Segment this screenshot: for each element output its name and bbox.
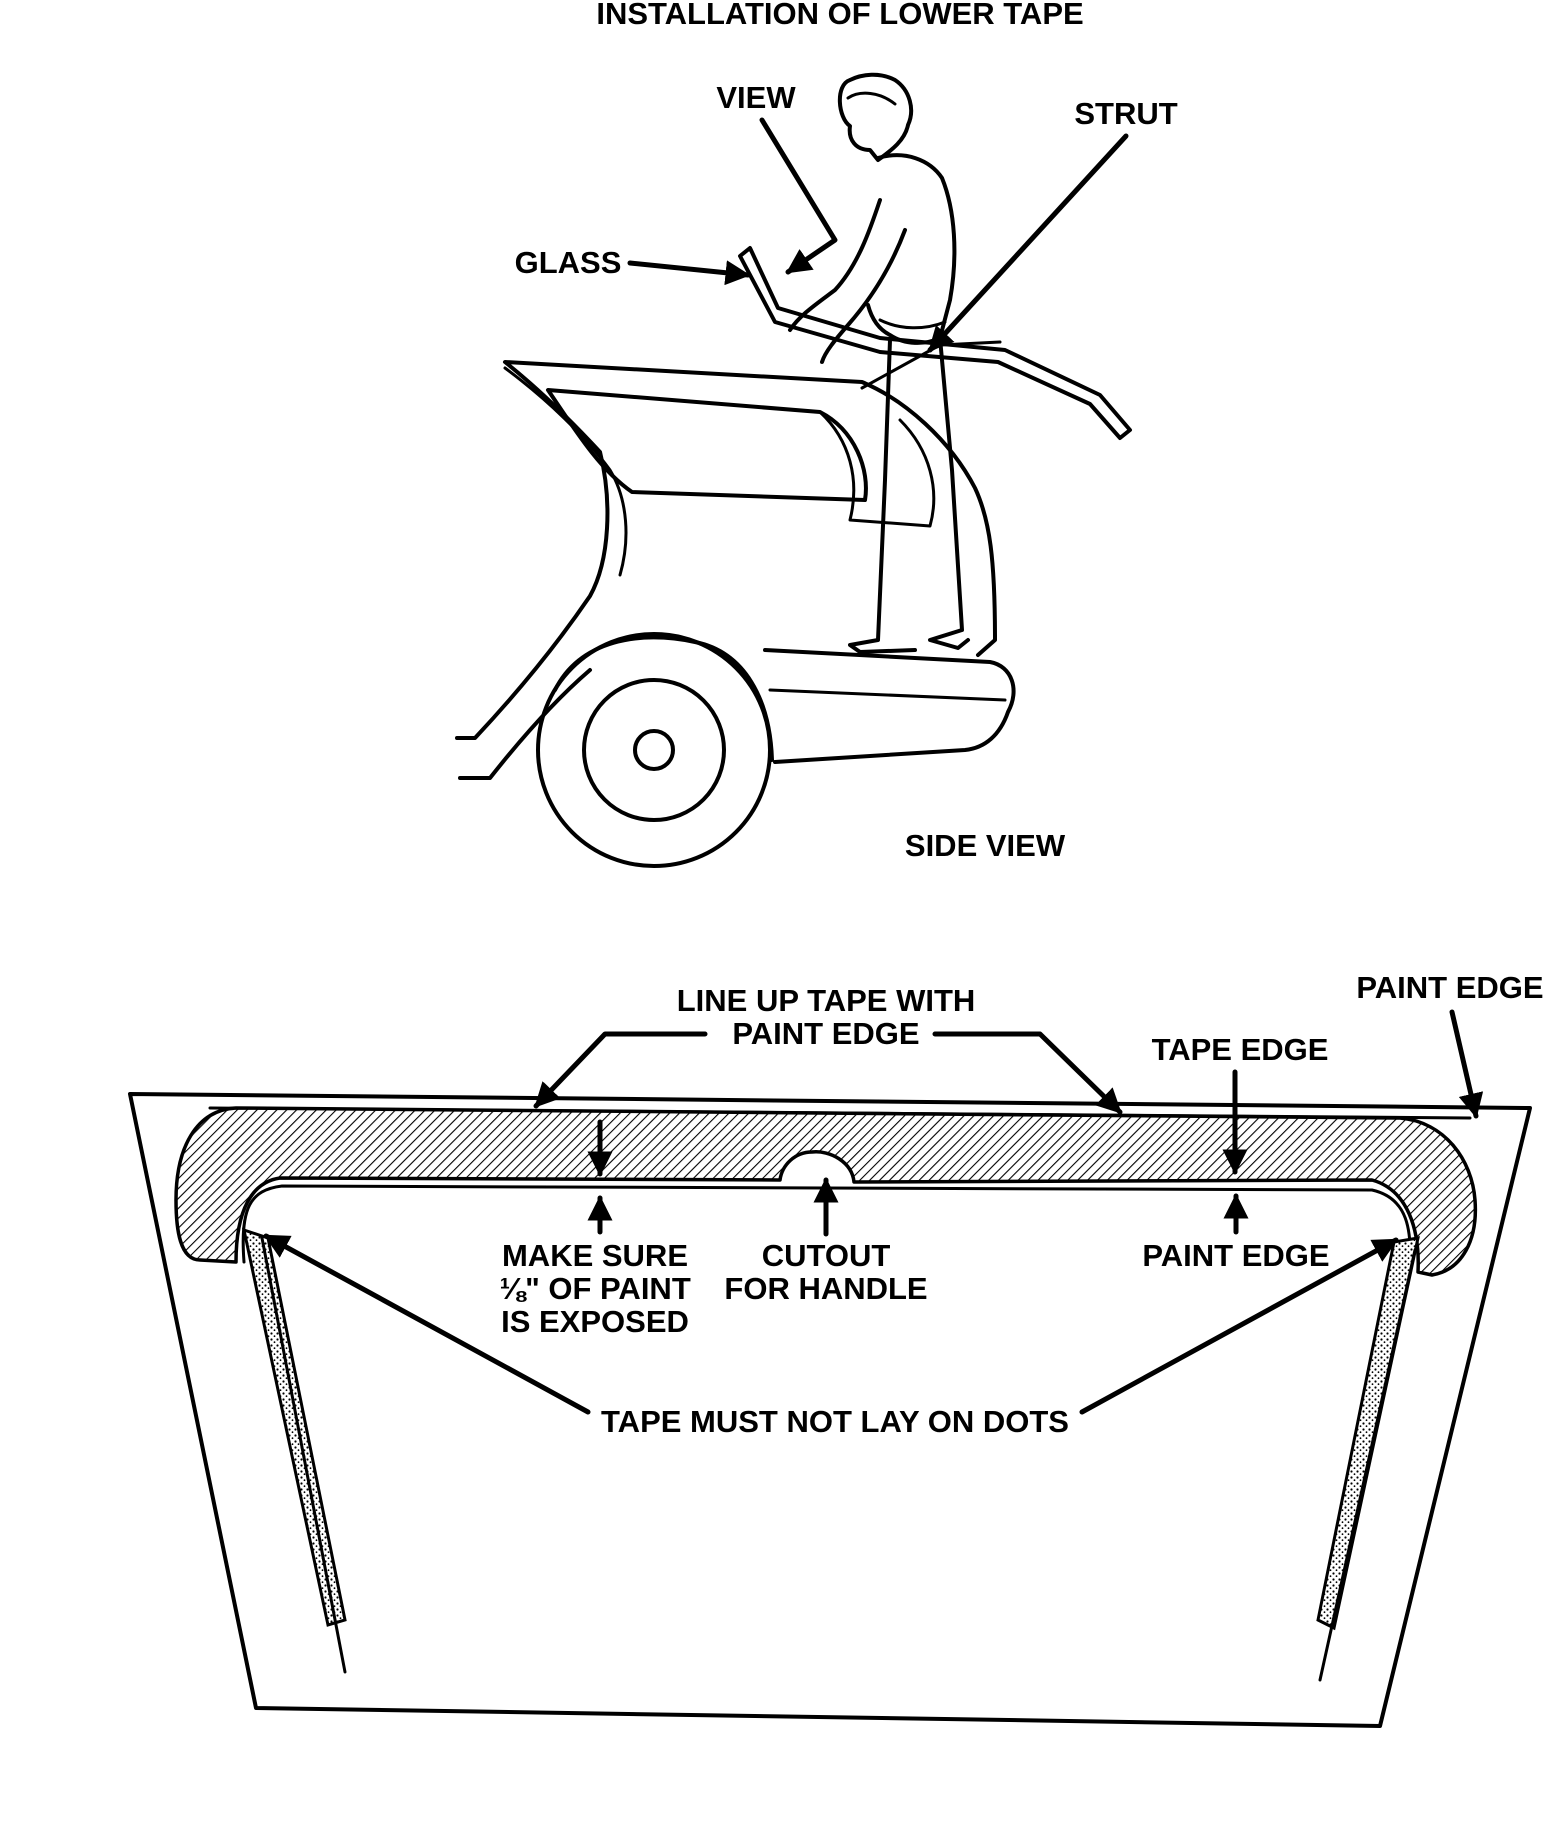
line-up-label-line2: PAINT EDGE [732,1016,919,1051]
paint-edge-top-label: PAINT EDGE [1356,970,1543,1005]
strut-label: STRUT [1074,96,1177,131]
hair [846,91,897,106]
car-body-outline [455,360,997,740]
line-up-leader-left [533,1031,708,1109]
rear-side-window [546,388,868,502]
window-pillar [818,410,936,528]
glass-outline [128,1092,1532,1728]
make-sure-label-line2: ⅛" OF PAINT [499,1271,691,1306]
figure-title: INSTALLATION OF LOWER TAPE [596,0,1083,31]
tire [536,632,772,868]
make-sure-label-line1: MAKE SURE [502,1238,688,1273]
dotted-strip-right [1316,1236,1420,1631]
paint-edge-right-label: PAINT EDGE [1142,1238,1329,1273]
side-view-illustration [455,72,1132,868]
head [837,72,914,162]
strut-leader [927,133,1129,353]
right-edge-line [1318,1248,1417,1682]
cutout-label-line2: FOR HANDLE [724,1271,927,1306]
side-view-caption: SIDE VIEW [905,828,1066,863]
left-edge-line [260,1236,347,1674]
hub [633,729,675,771]
tape-dots-label: TAPE MUST NOT LAY ON DOTS [601,1404,1069,1439]
dotted-strip-left [241,1227,347,1627]
rocker-line [458,668,592,780]
tape-edge-label: TAPE EDGE [1152,1032,1329,1067]
line-up-label-line1: LINE UP TAPE WITH [677,983,976,1018]
view-label: VIEW [716,80,796,115]
glass-label: GLASS [515,245,622,280]
tape-dots-leader-right [1079,1237,1399,1415]
liftgate-glass-panel [128,1092,1532,1728]
rear-bumper [763,648,1016,764]
lower-tape-hatched-band [174,1106,1478,1277]
rim [582,678,726,822]
arms [788,198,907,364]
view-leader [759,117,838,275]
technician-figure [788,72,970,654]
make-sure-label-line3: IS EXPOSED [501,1304,689,1339]
cutout-label-line1: CUTOUT [762,1238,891,1273]
bumper-line [768,688,1007,702]
glass-leader [627,260,751,286]
legs [848,336,970,654]
belt [878,318,947,330]
tape-dots-leader-left [263,1233,591,1415]
liftgate-glass [738,246,1132,440]
torso [866,153,957,345]
line-up-leader-right [932,1031,1123,1115]
paint-edge-top-leader [1449,1009,1484,1119]
body-inner-line [503,366,628,577]
